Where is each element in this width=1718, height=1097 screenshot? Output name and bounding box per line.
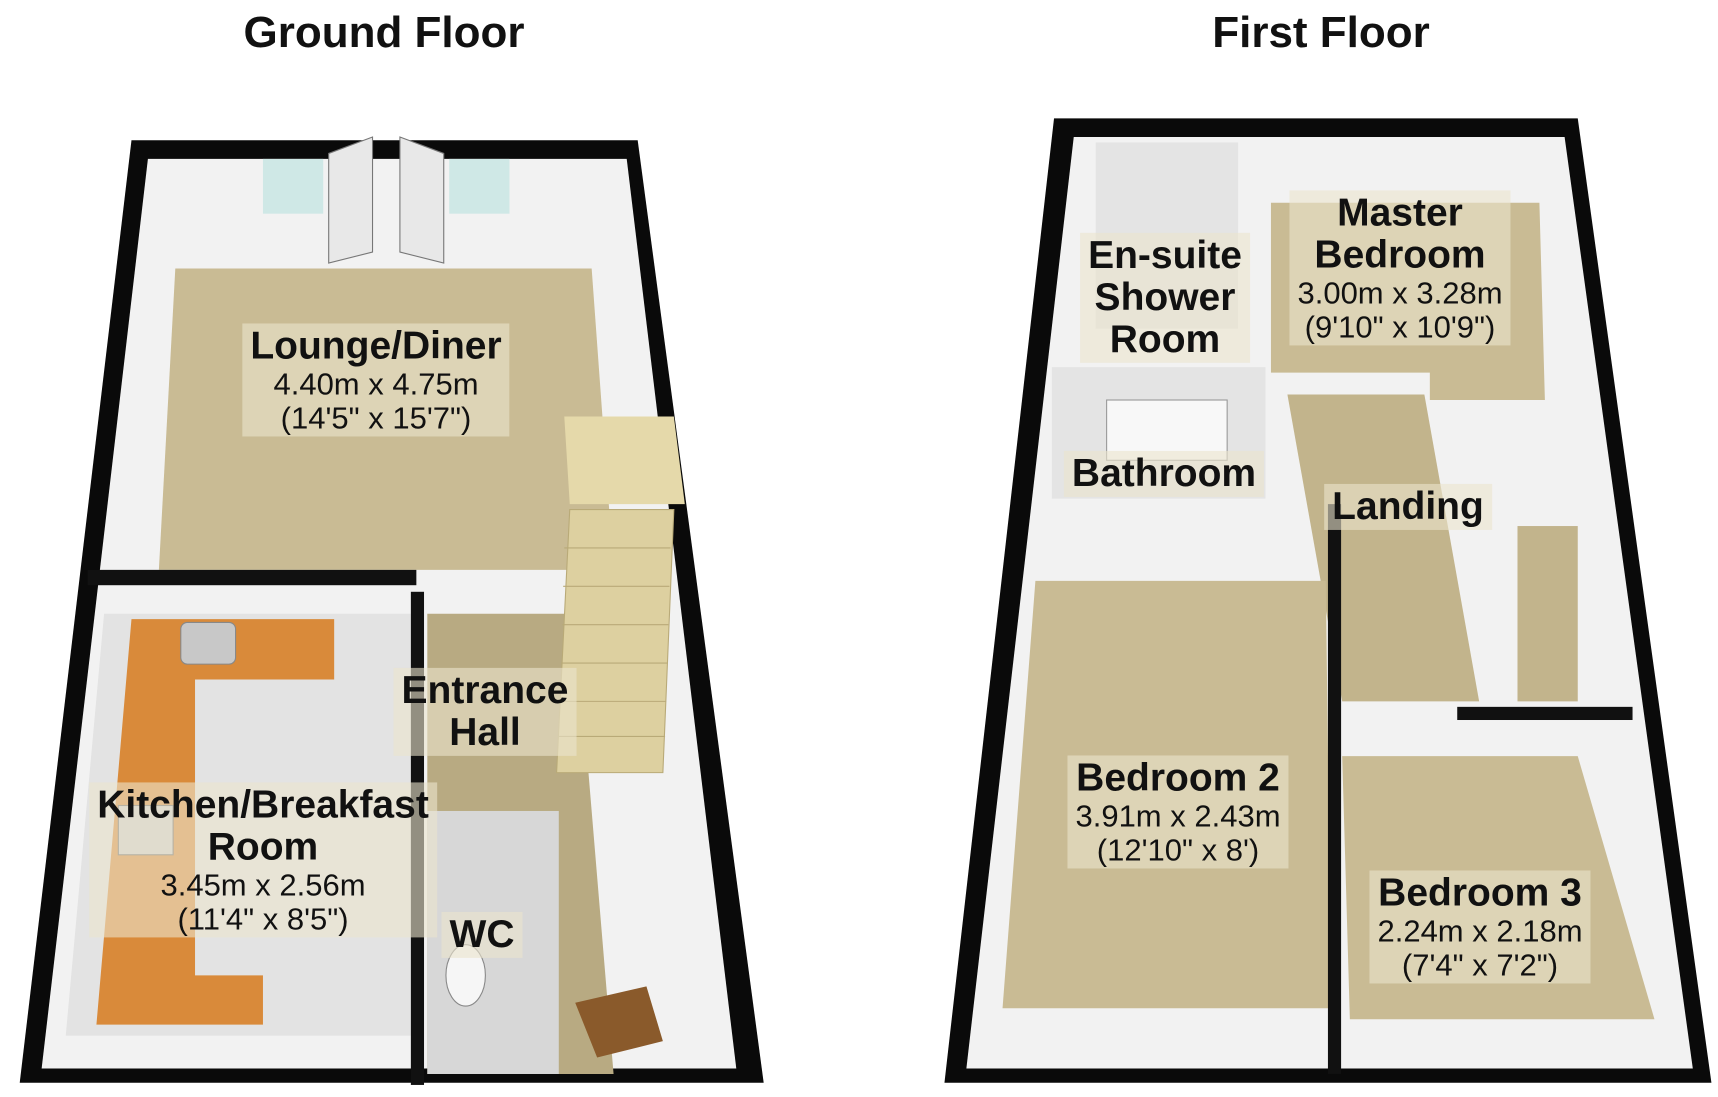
cupboard [1517,526,1578,702]
room-name-line1: Kitchen/Breakfast [97,783,429,827]
room-label-wc: WC [441,911,523,959]
room-name: Lounge/Diner [250,324,502,368]
room-label-landing: Landing [1324,483,1492,531]
room-label-bedroom-2: Bedroom 2 3.91m x 2.43m (12'10" x 8') [1067,755,1289,869]
room-label-bathroom: Bathroom [1063,450,1265,498]
room-metric: 3.91m x 2.43m [1075,798,1281,834]
lounge-window-left [262,158,324,214]
first-floor-title: First Floor [1212,8,1430,57]
room-name-line1: Entrance [401,668,569,712]
room-imperial: (12'10" x 8') [1096,832,1260,868]
room-imperial: (11'4" x 8'5") [177,901,349,937]
room-label-lounge-diner: Lounge/Diner 4.40m x 4.75m (14'5" x 15'7… [242,323,510,437]
sink-icon [180,621,237,665]
room-label-ensuite: En-suite Shower Room [1080,232,1250,364]
room-name-line3: Room [1109,318,1221,362]
room-name: WC [449,912,515,956]
room-metric: 3.45m x 2.56m [160,867,366,903]
room-name-line1: Master [1337,191,1463,235]
front-door-mat [575,986,663,1058]
partition-wall [87,569,417,586]
room-metric: 4.40m x 4.75m [273,366,479,402]
french-door-right [399,136,445,264]
room-metric: 2.24m x 2.18m [1377,913,1583,949]
room-metric: 3.00m x 3.28m [1297,275,1503,311]
french-door-left [328,136,374,264]
room-label-entrance-hall: Entrance Hall [393,667,577,757]
room-name: Landing [1332,484,1484,528]
room-label-bedroom-3: Bedroom 3 2.24m x 2.18m (7'4" x 7'2") [1369,870,1591,984]
staircase [556,416,685,774]
room-name-line2: Hall [449,711,521,754]
ground-floor-plan [19,136,764,1085]
room-name: Bedroom 2 [1076,756,1280,800]
room-imperial: (9'10" x 10'9") [1304,309,1496,345]
room-name-line2: Shower [1094,275,1236,319]
room-label-master-bedroom: Master Bedroom 3.00m x 3.28m (9'10" x 10… [1289,190,1511,346]
lounge-window-right [449,158,510,214]
room-name-line1: En-suite [1088,233,1242,277]
room-imperial: (14'5" x 15'7") [280,400,472,436]
room-label-kitchen: Kitchen/Breakfast Room 3.45m x 2.56m (11… [89,782,437,938]
bedroom2-wall [1327,504,1342,1074]
room-name-line2: Bedroom [1314,233,1486,277]
ground-floor-title: Ground Floor [243,8,525,57]
bedroom3-wall [1457,706,1633,721]
room-name: Bedroom 3 [1378,871,1582,915]
room-name: Bathroom [1071,451,1257,495]
room-imperial: (7'4" x 7'2") [1401,947,1559,983]
room-name-line2: Room [207,825,319,869]
